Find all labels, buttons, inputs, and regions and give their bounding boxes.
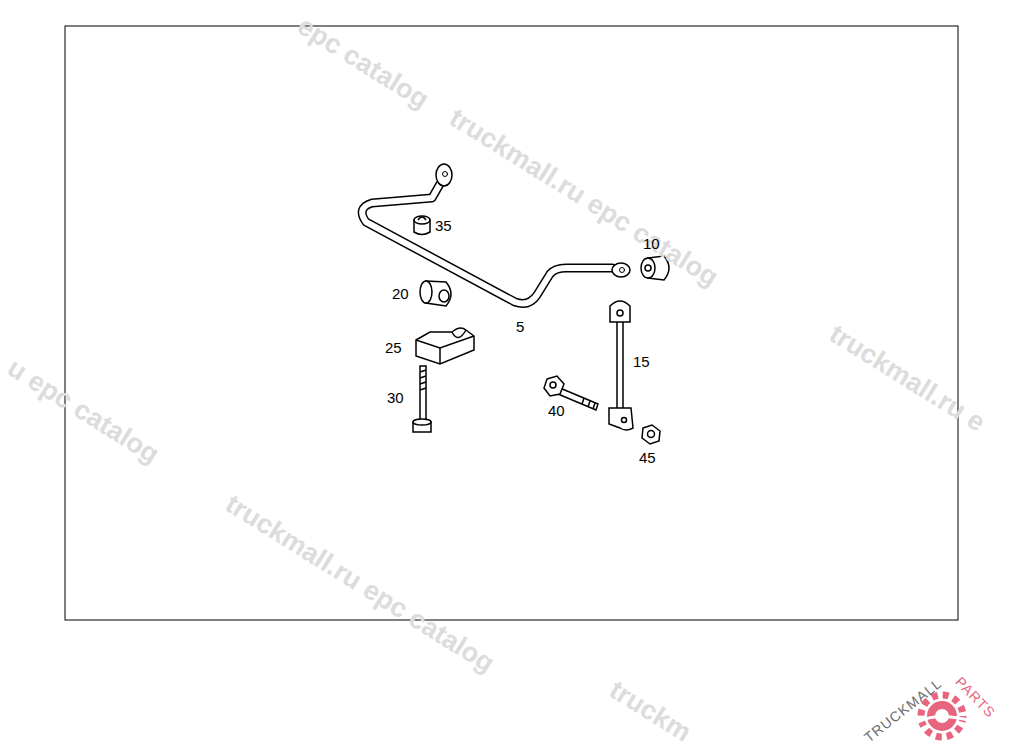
callout-number: 45 [639,450,656,465]
callout-number: 5 [516,319,524,334]
bushing-20 [420,281,451,306]
bolt-30 [413,366,431,432]
watermark: truckmall.ru e [825,320,989,437]
logo-text: TRUCKMALL [862,676,945,745]
watermark: epc catalog [293,12,433,114]
frame [65,26,958,620]
logo-text: PARTS [953,674,998,720]
watermark: truckmall.ru epc catalog [221,490,499,677]
callout-number: 20 [392,286,409,301]
watermark: truckmall.ru epc catalog [445,104,723,291]
callout-number: 30 [387,390,404,405]
nut-45 [642,425,660,444]
watermark: u epc catalog [3,354,164,468]
callout-number: 40 [548,403,565,418]
clamp-25 [416,328,474,364]
callout-number: 10 [643,236,660,251]
callout-number: 15 [633,354,650,369]
callout-number: 25 [385,340,402,355]
watermark: truckm [605,676,696,747]
callout-number: 35 [435,218,452,233]
bushing-35 [414,216,430,235]
link-15 [609,301,633,430]
